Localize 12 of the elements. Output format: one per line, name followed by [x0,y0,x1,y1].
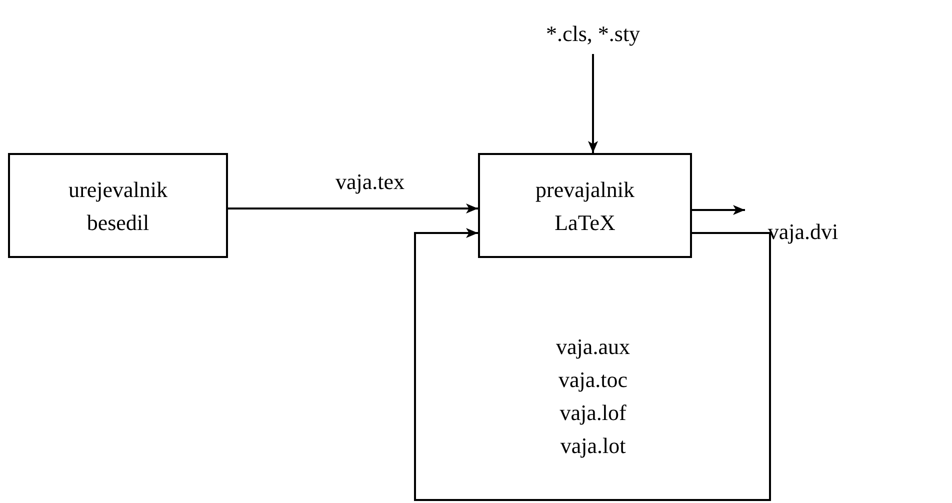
box-text: urejevalnik besedil [68,176,168,236]
box-text: prevajalnik LaTeX [534,176,636,236]
file-label: vaja.dvi [768,219,838,245]
edge-label: vaja.tex [334,168,406,196]
file-label: *.cls, *.sty [546,21,640,47]
process-box [478,153,692,258]
arrow [588,54,598,153]
arrow [692,205,745,215]
edge-label: vaja.aux vaja.toc vaja.lof vaja.lot [555,333,631,460]
arrow [228,204,478,214]
arrow [414,228,771,501]
process-box [8,153,228,258]
